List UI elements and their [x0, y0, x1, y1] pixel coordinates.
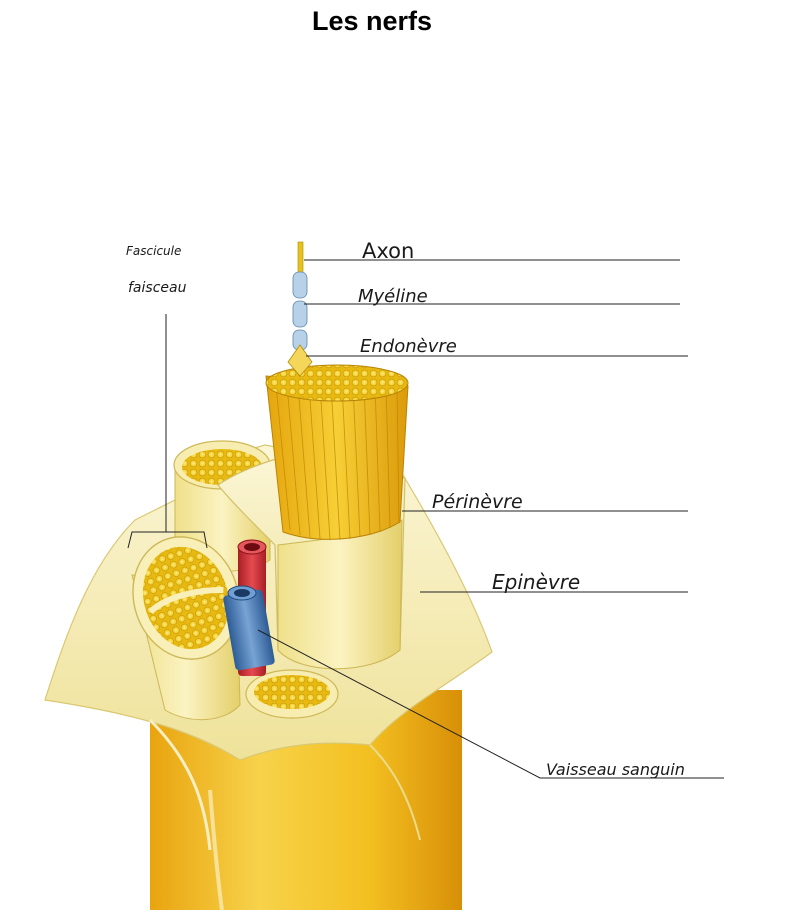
label-axon: Axon	[362, 239, 414, 263]
single-axon	[287, 241, 313, 377]
leader-lines	[127, 259, 724, 779]
label-fascicule: Fascicule	[126, 244, 181, 258]
fascicle-small	[245, 669, 339, 719]
fascicle-front	[131, 536, 241, 721]
label-myeline: Myéline	[358, 286, 428, 307]
blood-vessel-vein	[223, 585, 275, 671]
label-vaisseau-sanguin: Vaisseau sanguin	[546, 760, 685, 779]
label-perinevre: Périnèvre	[432, 491, 523, 513]
page-title: Les nerfs	[311, 6, 433, 36]
label-epinevre: Epinèvre	[492, 570, 580, 594]
label-faisceau: faisceau	[128, 280, 187, 296]
label-endonevre: Endonèvre	[360, 336, 457, 357]
axon-bundle	[265, 364, 409, 541]
